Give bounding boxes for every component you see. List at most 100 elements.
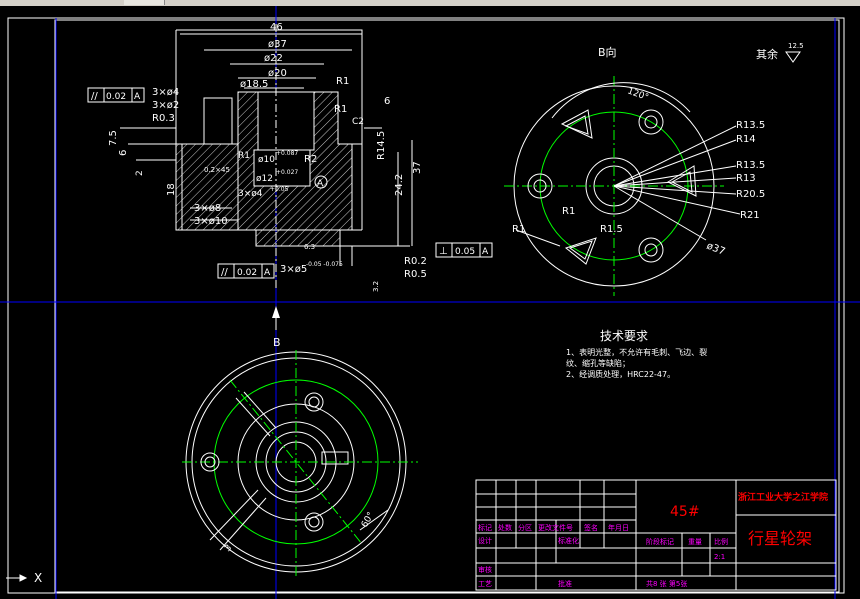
school-name: 浙江工业大学之江学院 <box>738 491 828 503</box>
row-label-0: 标记 <box>478 523 492 532</box>
roughness-value: 12.5 <box>788 42 804 50</box>
ucs-icon: X <box>6 571 42 585</box>
dim-18: 18 <box>166 183 177 196</box>
tol2-ref: A <box>482 247 489 257</box>
view-b-r13: R13 <box>736 173 756 184</box>
tol2-val: 0.05 <box>455 247 475 257</box>
rough-3-2: 3.2 <box>372 281 380 292</box>
tol1-val: 0.02 <box>106 92 126 102</box>
dim-d12: ø12 <box>256 174 273 184</box>
view-b-r21: R21 <box>740 210 760 221</box>
tol3-sym: // <box>221 267 228 278</box>
ucs-x-label: X <box>34 571 42 585</box>
view-b-labels: B向 其余 12.5 120° R13.5 R14 R13.5 R13 R20.… <box>512 42 804 258</box>
tol3-ref: A <box>264 268 271 278</box>
view-arrow-label: B <box>273 336 281 349</box>
tol3-val: 0.02 <box>237 268 257 278</box>
design-std-label: 标准化 <box>558 536 579 545</box>
dim-3x4-tol: +0.05 <box>270 186 289 193</box>
section-view <box>120 24 413 290</box>
view-b-r1a: R1 <box>512 224 525 235</box>
title-block-text: 45# 浙江工业大学之江学院 行星轮架 标记 处数 分区 更改文件号 签名 年月… <box>478 491 828 588</box>
dim-37: 37 <box>412 161 423 174</box>
dim-46: 46 <box>270 22 283 33</box>
dim-r0-5: R0.5 <box>404 269 427 280</box>
view-b-d37: ø37 <box>705 241 727 258</box>
cad-drawing-canvas[interactable]: 46 ø37 ø22 ø20 ø18.5 R1 R1 6 C2 // 0.02 … <box>0 6 860 599</box>
dim-7-5: 7.5 <box>108 130 119 146</box>
dim-d10: ø10 <box>258 155 275 165</box>
view-b-r14: R14 <box>736 134 756 145</box>
requirements-title: 技术要求 <box>600 329 648 343</box>
view-b-r20-5: R20.5 <box>736 189 765 200</box>
row-label-5: 年月日 <box>608 523 629 532</box>
dim-d10-tol: +0.087 <box>276 150 298 157</box>
view-b-r1-5: R1.5 <box>600 224 623 235</box>
dim-3x4: 3×ø4 <box>238 189 263 199</box>
requirements-line2: 纹、缩孔等缺陷； <box>566 358 630 368</box>
dim-3x5-tol: -0.05 -0.075 <box>306 261 343 268</box>
row-label-1: 处数 <box>498 523 512 532</box>
outer-frame <box>7 17 845 594</box>
roughness-symbol <box>785 51 801 63</box>
dim-six: 6 <box>384 96 390 107</box>
stage-label: 阶段标记 <box>646 537 674 546</box>
title-bar <box>0 0 860 6</box>
dim-24-2: 24.2 <box>394 174 405 196</box>
dim-r2: R2 <box>304 154 317 165</box>
window-tab[interactable] <box>124 0 165 5</box>
view-arrow-b: B <box>272 306 281 349</box>
part-name: 行星轮架 <box>748 529 812 548</box>
dim-r1b: R1 <box>334 104 347 115</box>
dim-3x10: 3×ø10 <box>194 216 228 227</box>
hole-3x4: 3×ø4 <box>152 87 179 98</box>
audit-label: 审核 <box>478 565 492 574</box>
bottom-view <box>182 350 418 578</box>
row-label-4: 签名 <box>584 523 598 532</box>
roughness-label: 其余 <box>756 47 778 61</box>
dim-r1c: R1 <box>238 151 250 161</box>
dim-3x8: 3×ø8 <box>194 203 221 214</box>
scale-value: 2:1 <box>714 553 725 561</box>
datum-a: A <box>317 179 324 189</box>
view-b-r13-5a: R13.5 <box>736 120 765 131</box>
view-b-r1b: R1 <box>562 206 575 217</box>
sheets-label: 共8 张 第5张 <box>646 579 687 588</box>
weight-label: 重量 <box>688 538 702 546</box>
design-label: 设计 <box>478 536 492 545</box>
dim-6: 6 <box>118 150 129 156</box>
dim-r1a: R1 <box>336 76 349 87</box>
angle-120: 120° <box>626 86 650 103</box>
dim-d20: ø20 <box>268 68 287 79</box>
dim-3x5: 3×ø5 <box>280 264 307 275</box>
requirements-line3: 2、经调质处理，HRC22-47。 <box>566 369 675 379</box>
process-label: 工艺 <box>478 580 492 588</box>
title-block <box>475 479 837 591</box>
view-b <box>504 76 741 296</box>
tol1-ref: A <box>134 92 141 102</box>
dim-d22: ø22 <box>264 53 283 64</box>
row-label-3: 更改文件号 <box>538 523 573 532</box>
dim-d37: ø37 <box>268 39 287 50</box>
inner-frame <box>54 19 840 593</box>
tol1-sym: // <box>91 91 98 102</box>
dim-r03: R0.3 <box>152 113 175 124</box>
dim-2: 2 <box>135 170 145 176</box>
material: 45# <box>670 504 700 520</box>
dim-c2: C2 <box>352 117 364 127</box>
requirements-line1: 1、表明光整，不允许有毛刺、飞边、裂 <box>566 347 707 357</box>
rough-6-3: 6.3 <box>304 243 315 251</box>
approve-label: 批准 <box>558 579 572 588</box>
dim-r0-2: R0.2 <box>404 256 427 267</box>
view-b-title: B向 <box>598 45 617 59</box>
row-label-2: 分区 <box>518 523 532 532</box>
dim-d18-5: ø18.5 <box>240 79 268 90</box>
scale-label: 比例 <box>714 537 728 546</box>
tech-requirements: 技术要求 1、表明光整，不允许有毛刺、飞边、裂 纹、缩孔等缺陷； 2、经调质处理… <box>566 329 707 379</box>
chamfer: 0.2×45 <box>204 166 230 174</box>
section-dims: 46 ø37 ø22 ø20 ø18.5 R1 R1 6 C2 // 0.02 … <box>87 22 493 292</box>
hole-3x2: 3×ø2 <box>152 100 179 111</box>
bottom-dim-3: 3 <box>223 543 234 554</box>
dim-r14-5: R14.5 <box>376 131 387 160</box>
dim-d12-tol: +0.027 <box>276 169 298 176</box>
